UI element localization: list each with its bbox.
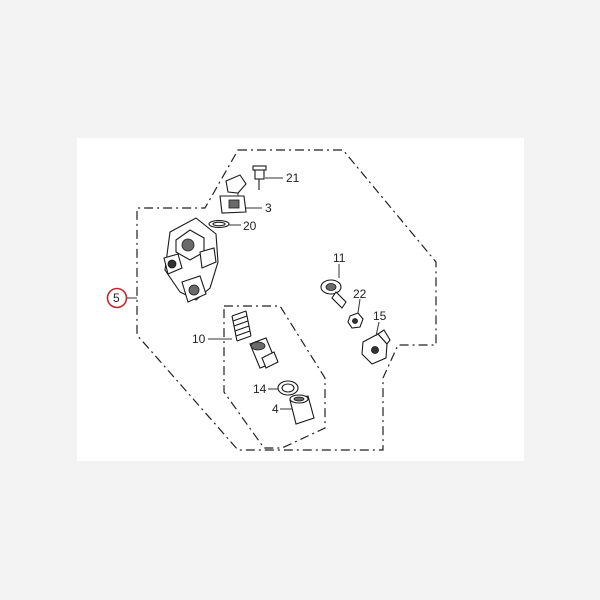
callout-5: 5	[113, 291, 120, 305]
callout-21: 21	[286, 171, 300, 185]
part-20-o-ring	[208, 219, 230, 229]
callout-3: 3	[265, 201, 272, 215]
callout-14: 14	[253, 382, 267, 396]
part-3-elbow-fitting	[219, 174, 247, 214]
callout-10: 10	[192, 332, 206, 346]
callout-20: 20	[243, 219, 257, 233]
part-21-bolt	[252, 165, 267, 190]
leader-22	[357, 298, 361, 314]
part-10-piston-assembly	[231, 310, 279, 369]
part-11-banjo-fitting	[320, 279, 347, 309]
subassembly-boundary	[223, 305, 326, 449]
callout-22: 22	[353, 287, 367, 301]
callout-4: 4	[272, 402, 279, 416]
part-22-nut	[347, 312, 364, 329]
assembly-boundary	[136, 149, 437, 451]
callout-11: 11	[333, 251, 346, 265]
highlight-circle-5	[106, 287, 128, 309]
part-15-clevis-joint	[361, 329, 391, 365]
part-4-boot	[289, 394, 315, 425]
part-5-master-cylinder-body	[163, 217, 219, 303]
leader-15	[375, 321, 380, 337]
part-14-circlip	[277, 380, 299, 396]
callout-15: 15	[373, 309, 387, 323]
